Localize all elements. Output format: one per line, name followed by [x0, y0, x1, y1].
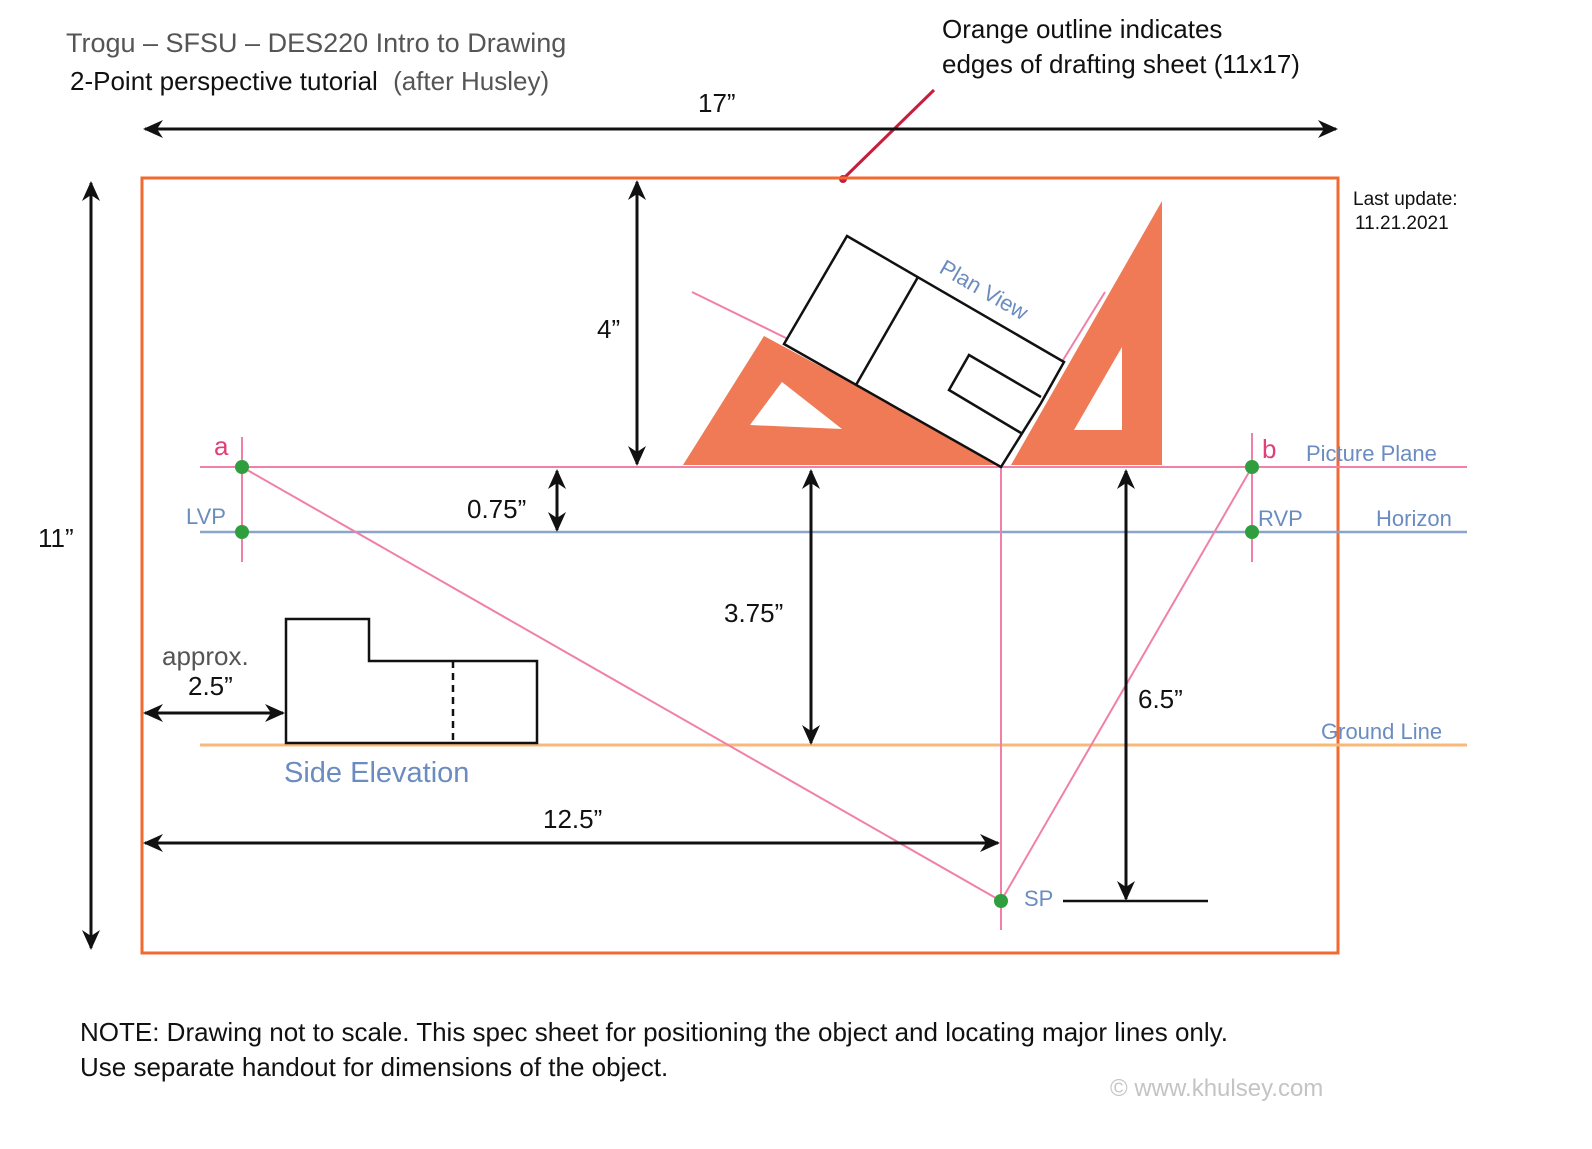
- point-b: [1245, 460, 1259, 474]
- label-sp: SP: [1024, 886, 1053, 911]
- height-dimension-label: 11”: [38, 523, 74, 553]
- side-elevation-label: Side Elevation: [284, 757, 469, 789]
- header-title: 2-Point perspective tutorial (after Husl…: [70, 66, 549, 96]
- callout-line2: edges of drafting sheet (11x17): [942, 49, 1300, 79]
- left-to-sp-label: 12.5”: [543, 804, 602, 834]
- plan-view-shape: [782, 234, 1066, 469]
- label-b: b: [1262, 434, 1276, 464]
- last-update-label: Last update:: [1353, 189, 1458, 210]
- top-offset-label: 4”: [597, 314, 620, 344]
- last-update-date: 11.21.2021: [1355, 213, 1449, 234]
- point-sp: [994, 894, 1008, 908]
- header-title-extra: (after Husley): [393, 66, 549, 96]
- plan-edge-extension-left: [691, 291, 791, 341]
- margin-approx-label: approx.: [162, 641, 249, 671]
- callout-leader: [841, 88, 936, 181]
- margin-value-label: 2.5”: [188, 671, 233, 701]
- horizon-offset-label: 0.75”: [467, 494, 526, 524]
- sp-to-a-line: [241, 466, 1002, 902]
- points: [235, 460, 1259, 908]
- side-elevation-shape: [284, 617, 539, 745]
- label-horizon: Horizon: [1376, 506, 1452, 531]
- drafting-sheet-outline: [140, 176, 1340, 955]
- label-a: a: [214, 431, 229, 461]
- sp-distance-label: 6.5”: [1138, 684, 1183, 714]
- label-picture-plane: Picture Plane: [1306, 441, 1437, 466]
- header-title-main: 2-Point perspective tutorial: [70, 66, 378, 96]
- left-triangle: [683, 336, 1004, 465]
- width-dimension-label: 17”: [698, 88, 736, 118]
- label-lvp: LVP: [186, 504, 226, 529]
- note-line1: NOTE: Drawing not to scale. This spec sh…: [80, 1017, 1228, 1047]
- point-lvp: [235, 525, 249, 539]
- header-course: Trogu – SFSU – DES220 Intro to Drawing: [66, 28, 566, 58]
- label-rvp: RVP: [1258, 506, 1303, 531]
- plan-edge-extension-right: [1059, 291, 1106, 366]
- point-rvp: [1245, 525, 1259, 539]
- point-a: [235, 460, 249, 474]
- ground-offset-label: 3.75”: [724, 598, 783, 628]
- callout-line1: Orange outline indicates: [942, 14, 1222, 44]
- label-ground-line: Ground Line: [1321, 719, 1442, 744]
- credit-watermark: © www.khulsey.com: [1110, 1075, 1323, 1102]
- note-line2: Use separate handout for dimensions of t…: [80, 1052, 668, 1082]
- right-triangle: [1011, 201, 1162, 465]
